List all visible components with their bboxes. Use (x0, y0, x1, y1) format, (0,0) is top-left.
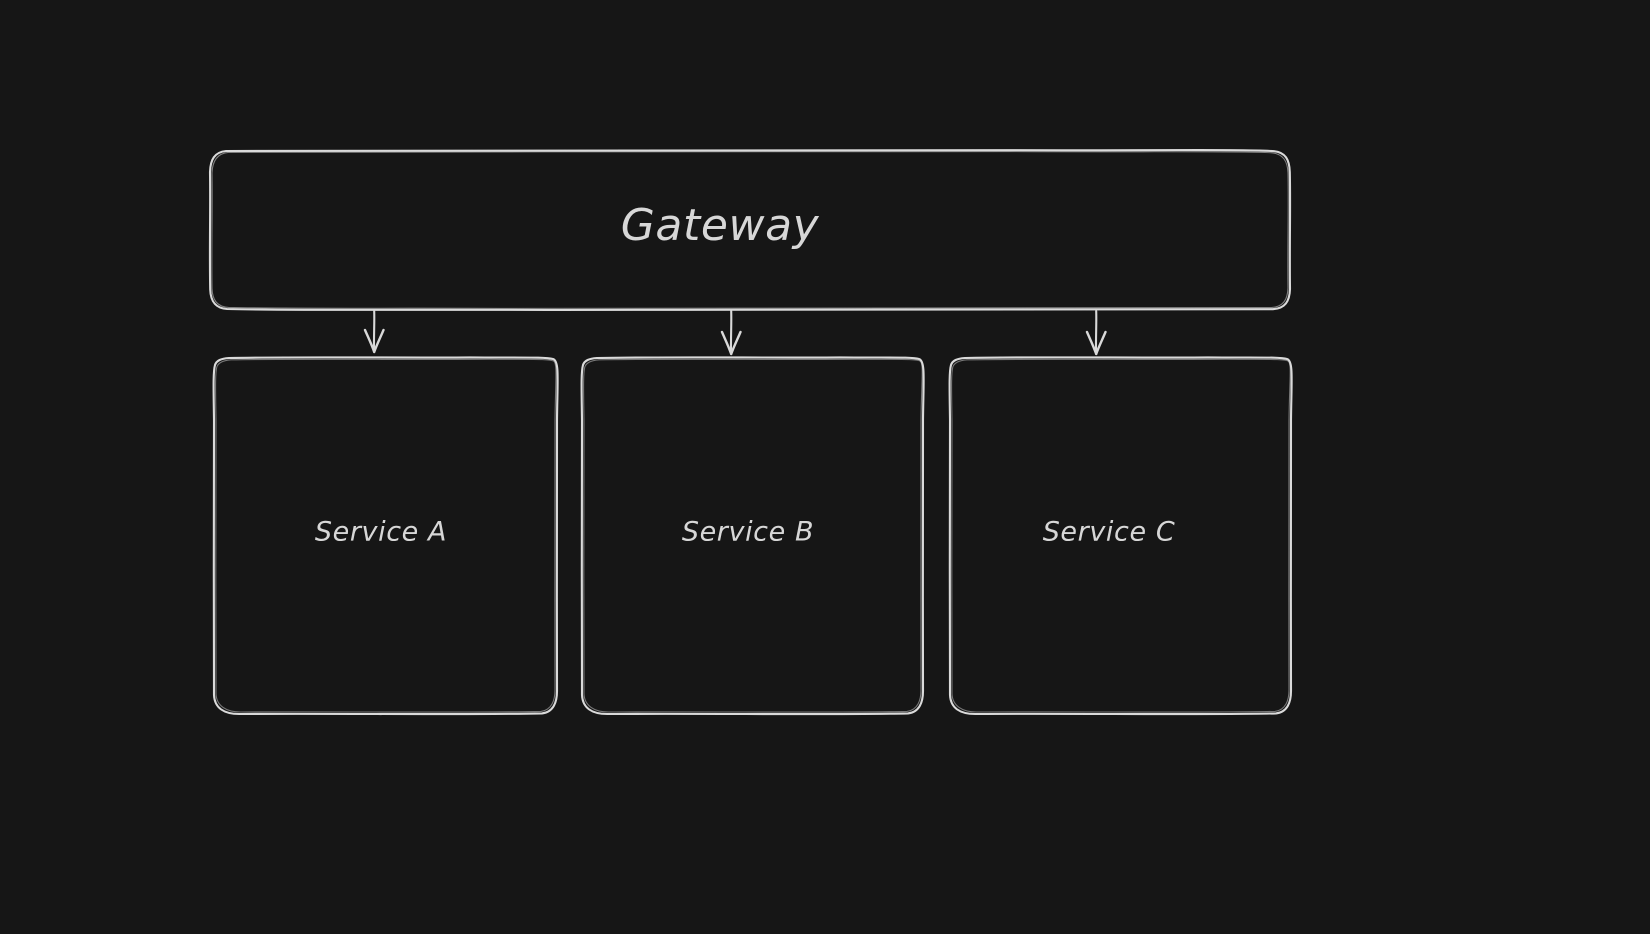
node-service-b-label: Service B (682, 517, 814, 548)
node-service-a-outline (212, 356, 559, 716)
node-service-c-label: Service C (1043, 517, 1176, 548)
edge-gateway-service-a[interactable] (363, 309, 385, 354)
node-gateway-label: Gateway (621, 200, 820, 251)
edge-gateway-service-b-arrowhead (720, 330, 742, 356)
node-service-a[interactable]: Service A (212, 356, 559, 716)
node-gateway-outline-sketch (211, 151, 1289, 309)
node-gateway-outline (208, 149, 1292, 312)
edge-gateway-service-b[interactable] (720, 309, 742, 356)
node-service-b-outline-sketch (583, 358, 923, 713)
node-service-c-outline (948, 356, 1293, 716)
node-service-c[interactable]: Service C (948, 356, 1293, 716)
node-service-b[interactable]: Service B (580, 356, 925, 716)
edge-gateway-service-c[interactable] (1085, 309, 1107, 356)
edge-gateway-service-c-arrowhead (1085, 330, 1107, 356)
node-service-a-outline-sketch (215, 358, 557, 713)
node-gateway[interactable]: Gateway (208, 149, 1292, 312)
node-service-a-label: Service A (315, 517, 447, 548)
edge-gateway-service-a-arrowhead (363, 328, 385, 354)
node-service-b-outline (580, 356, 925, 716)
node-service-c-outline-sketch (951, 358, 1291, 713)
